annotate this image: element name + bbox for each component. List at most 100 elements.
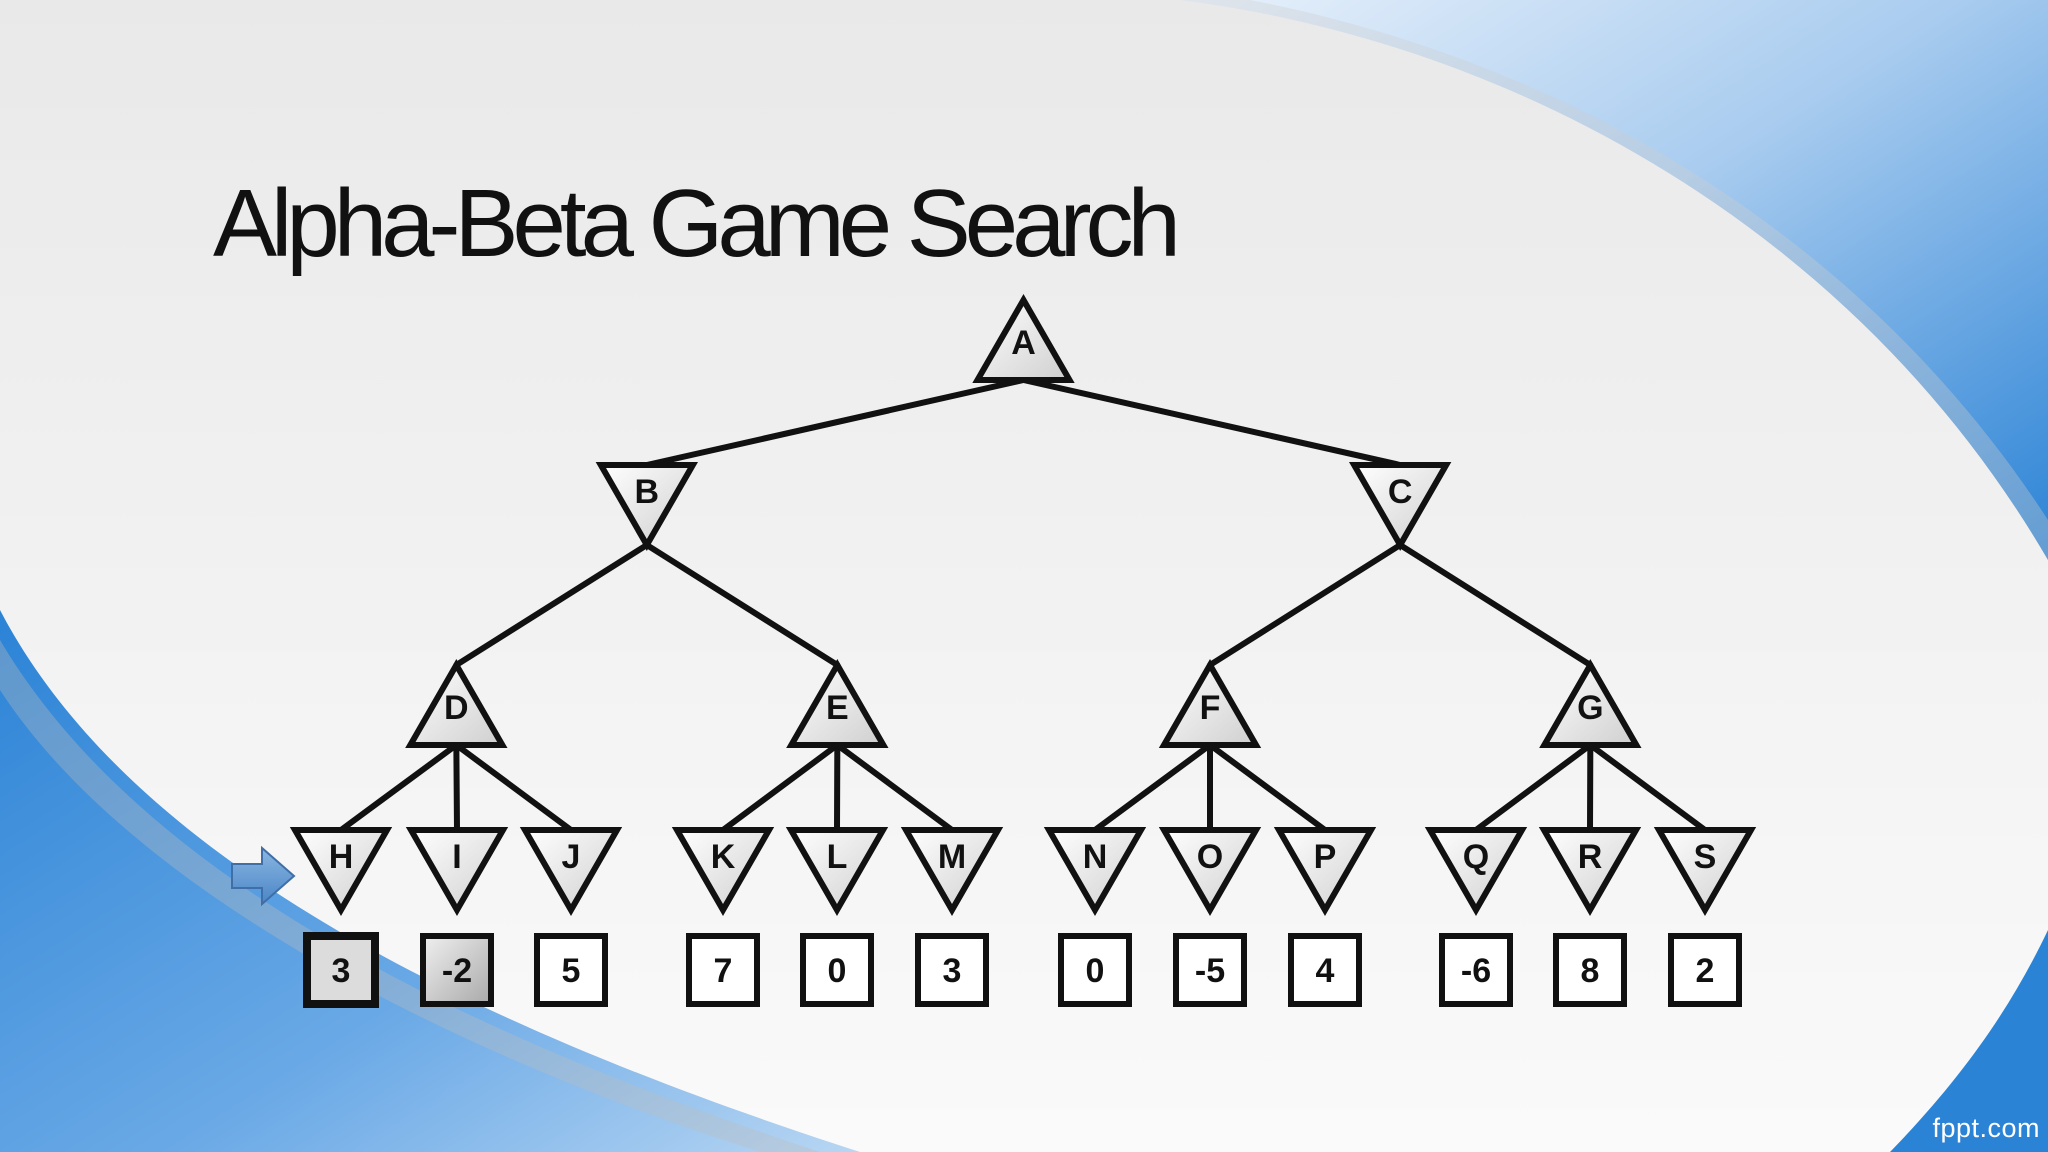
node-label-l: L: [827, 838, 848, 876]
node-label-j: J: [562, 838, 581, 876]
max-node-triangle: [405, 658, 508, 748]
leaf-value-box: [1439, 933, 1513, 1007]
leaf-value-h: 3: [303, 932, 379, 1008]
leaf-value-s: 2: [1668, 933, 1742, 1007]
leaf-values: 3 -2 5 7 0 3 0 -5 4 -6 8 2: [303, 932, 1742, 1008]
min-node-triangle: [595, 462, 699, 552]
leaf-value-box: [420, 933, 494, 1007]
edge-c-f: [1207, 542, 1404, 668]
node-f: F: [1158, 658, 1262, 748]
min-node-triangle: [1158, 827, 1262, 917]
edge-a-b: [643, 377, 1027, 468]
min-node-triangle: [671, 827, 775, 917]
node-label-h: H: [329, 838, 354, 876]
node-label-g: G: [1577, 689, 1603, 727]
leaf-value-text: -6: [1461, 952, 1491, 990]
leaf-value-i: -2: [420, 933, 494, 1007]
edge-c-g: [1397, 542, 1594, 668]
min-node-triangle: [1538, 827, 1642, 917]
leaf-value-p: 4: [1288, 933, 1362, 1007]
min-node-triangle: [1043, 827, 1147, 917]
leaf-value-box: [1553, 933, 1627, 1007]
node-h: H: [289, 827, 393, 917]
node-k: K: [671, 827, 775, 917]
leaf-value-box: [1173, 933, 1247, 1007]
max-node-triangle: [1158, 658, 1262, 748]
min-node-triangle: [785, 827, 889, 917]
node-label-f: F: [1200, 689, 1221, 727]
edge-e-k: [720, 742, 841, 833]
leaf-value-text: 0: [1086, 952, 1105, 990]
slide-title: Alpha-Beta Game Search: [213, 170, 1181, 277]
node-m: M: [900, 827, 1004, 917]
node-label-c: C: [1388, 473, 1413, 511]
edge-d-j: [453, 742, 574, 833]
leaf-value-j: 5: [534, 933, 608, 1007]
node-s: S: [1653, 827, 1757, 917]
node-j: J: [519, 827, 623, 917]
edge-b-d: [453, 542, 650, 668]
leaf-value-box: [303, 932, 379, 1008]
leaf-value-text: 2: [1696, 952, 1715, 990]
min-node-triangle: [1348, 462, 1452, 552]
node-label-n: N: [1083, 838, 1108, 876]
leaf-value-box: [686, 933, 760, 1007]
node-label-i: I: [452, 838, 461, 876]
edge-f-n: [1092, 742, 1213, 833]
node-o: O: [1158, 827, 1262, 917]
min-node-triangle: [1424, 827, 1528, 917]
node-label-a: A: [1011, 324, 1036, 362]
leaf-value-text: 5: [562, 952, 581, 990]
node-label-p: P: [1314, 838, 1337, 876]
node-e: E: [786, 658, 889, 748]
leaf-value-text: -2: [442, 952, 472, 990]
node-g: G: [1539, 658, 1642, 748]
node-label-e: E: [826, 689, 849, 727]
leaf-value-box: [915, 933, 989, 1007]
leaf-value-box: [1058, 933, 1132, 1007]
leaf-value-l: 0: [800, 933, 874, 1007]
node-p: P: [1273, 827, 1377, 917]
node-r: R: [1538, 827, 1642, 917]
edge-e-m: [834, 742, 955, 833]
edge-g-q: [1473, 742, 1594, 833]
leaf-value-k: 7: [686, 933, 760, 1007]
max-node-triangle: [972, 293, 1075, 383]
node-i: I: [405, 827, 509, 917]
min-node-triangle: [405, 827, 509, 917]
leaf-value-box: [800, 933, 874, 1007]
leaf-value-text: 8: [1581, 952, 1600, 990]
leaf-value-o: -5: [1173, 933, 1247, 1007]
leaf-value-text: 0: [828, 952, 847, 990]
tree-edges: [338, 377, 1708, 833]
node-label-q: Q: [1463, 838, 1489, 876]
node-label-d: D: [444, 689, 469, 727]
edge-f-p: [1207, 742, 1328, 833]
edge-g-s: [1587, 742, 1708, 833]
min-node-triangle: [289, 827, 393, 917]
leaf-value-q: -6: [1439, 933, 1513, 1007]
node-label-k: K: [711, 838, 736, 876]
leaf-value-text: 4: [1316, 952, 1335, 990]
node-c: C: [1348, 462, 1452, 552]
min-node-triangle: [1273, 827, 1377, 917]
edge-a-c: [1020, 377, 1404, 468]
min-node-triangle: [1653, 827, 1757, 917]
leaf-value-text: 3: [943, 952, 962, 990]
edge-b-e: [643, 542, 841, 668]
leaf-value-box: [1668, 933, 1742, 1007]
node-l: L: [785, 827, 889, 917]
leaf-value-box: [1288, 933, 1362, 1007]
min-node-triangle: [900, 827, 1004, 917]
leaf-value-box: [534, 933, 608, 1007]
node-n: N: [1043, 827, 1147, 917]
node-label-o: O: [1197, 838, 1223, 876]
min-node-triangle: [519, 827, 623, 917]
footer-brand: fppt.com: [1932, 1113, 2040, 1143]
node-label-s: S: [1694, 838, 1717, 876]
leaf-value-n: 0: [1058, 933, 1132, 1007]
node-d: D: [405, 658, 508, 748]
leaf-value-text: 3: [332, 952, 351, 990]
